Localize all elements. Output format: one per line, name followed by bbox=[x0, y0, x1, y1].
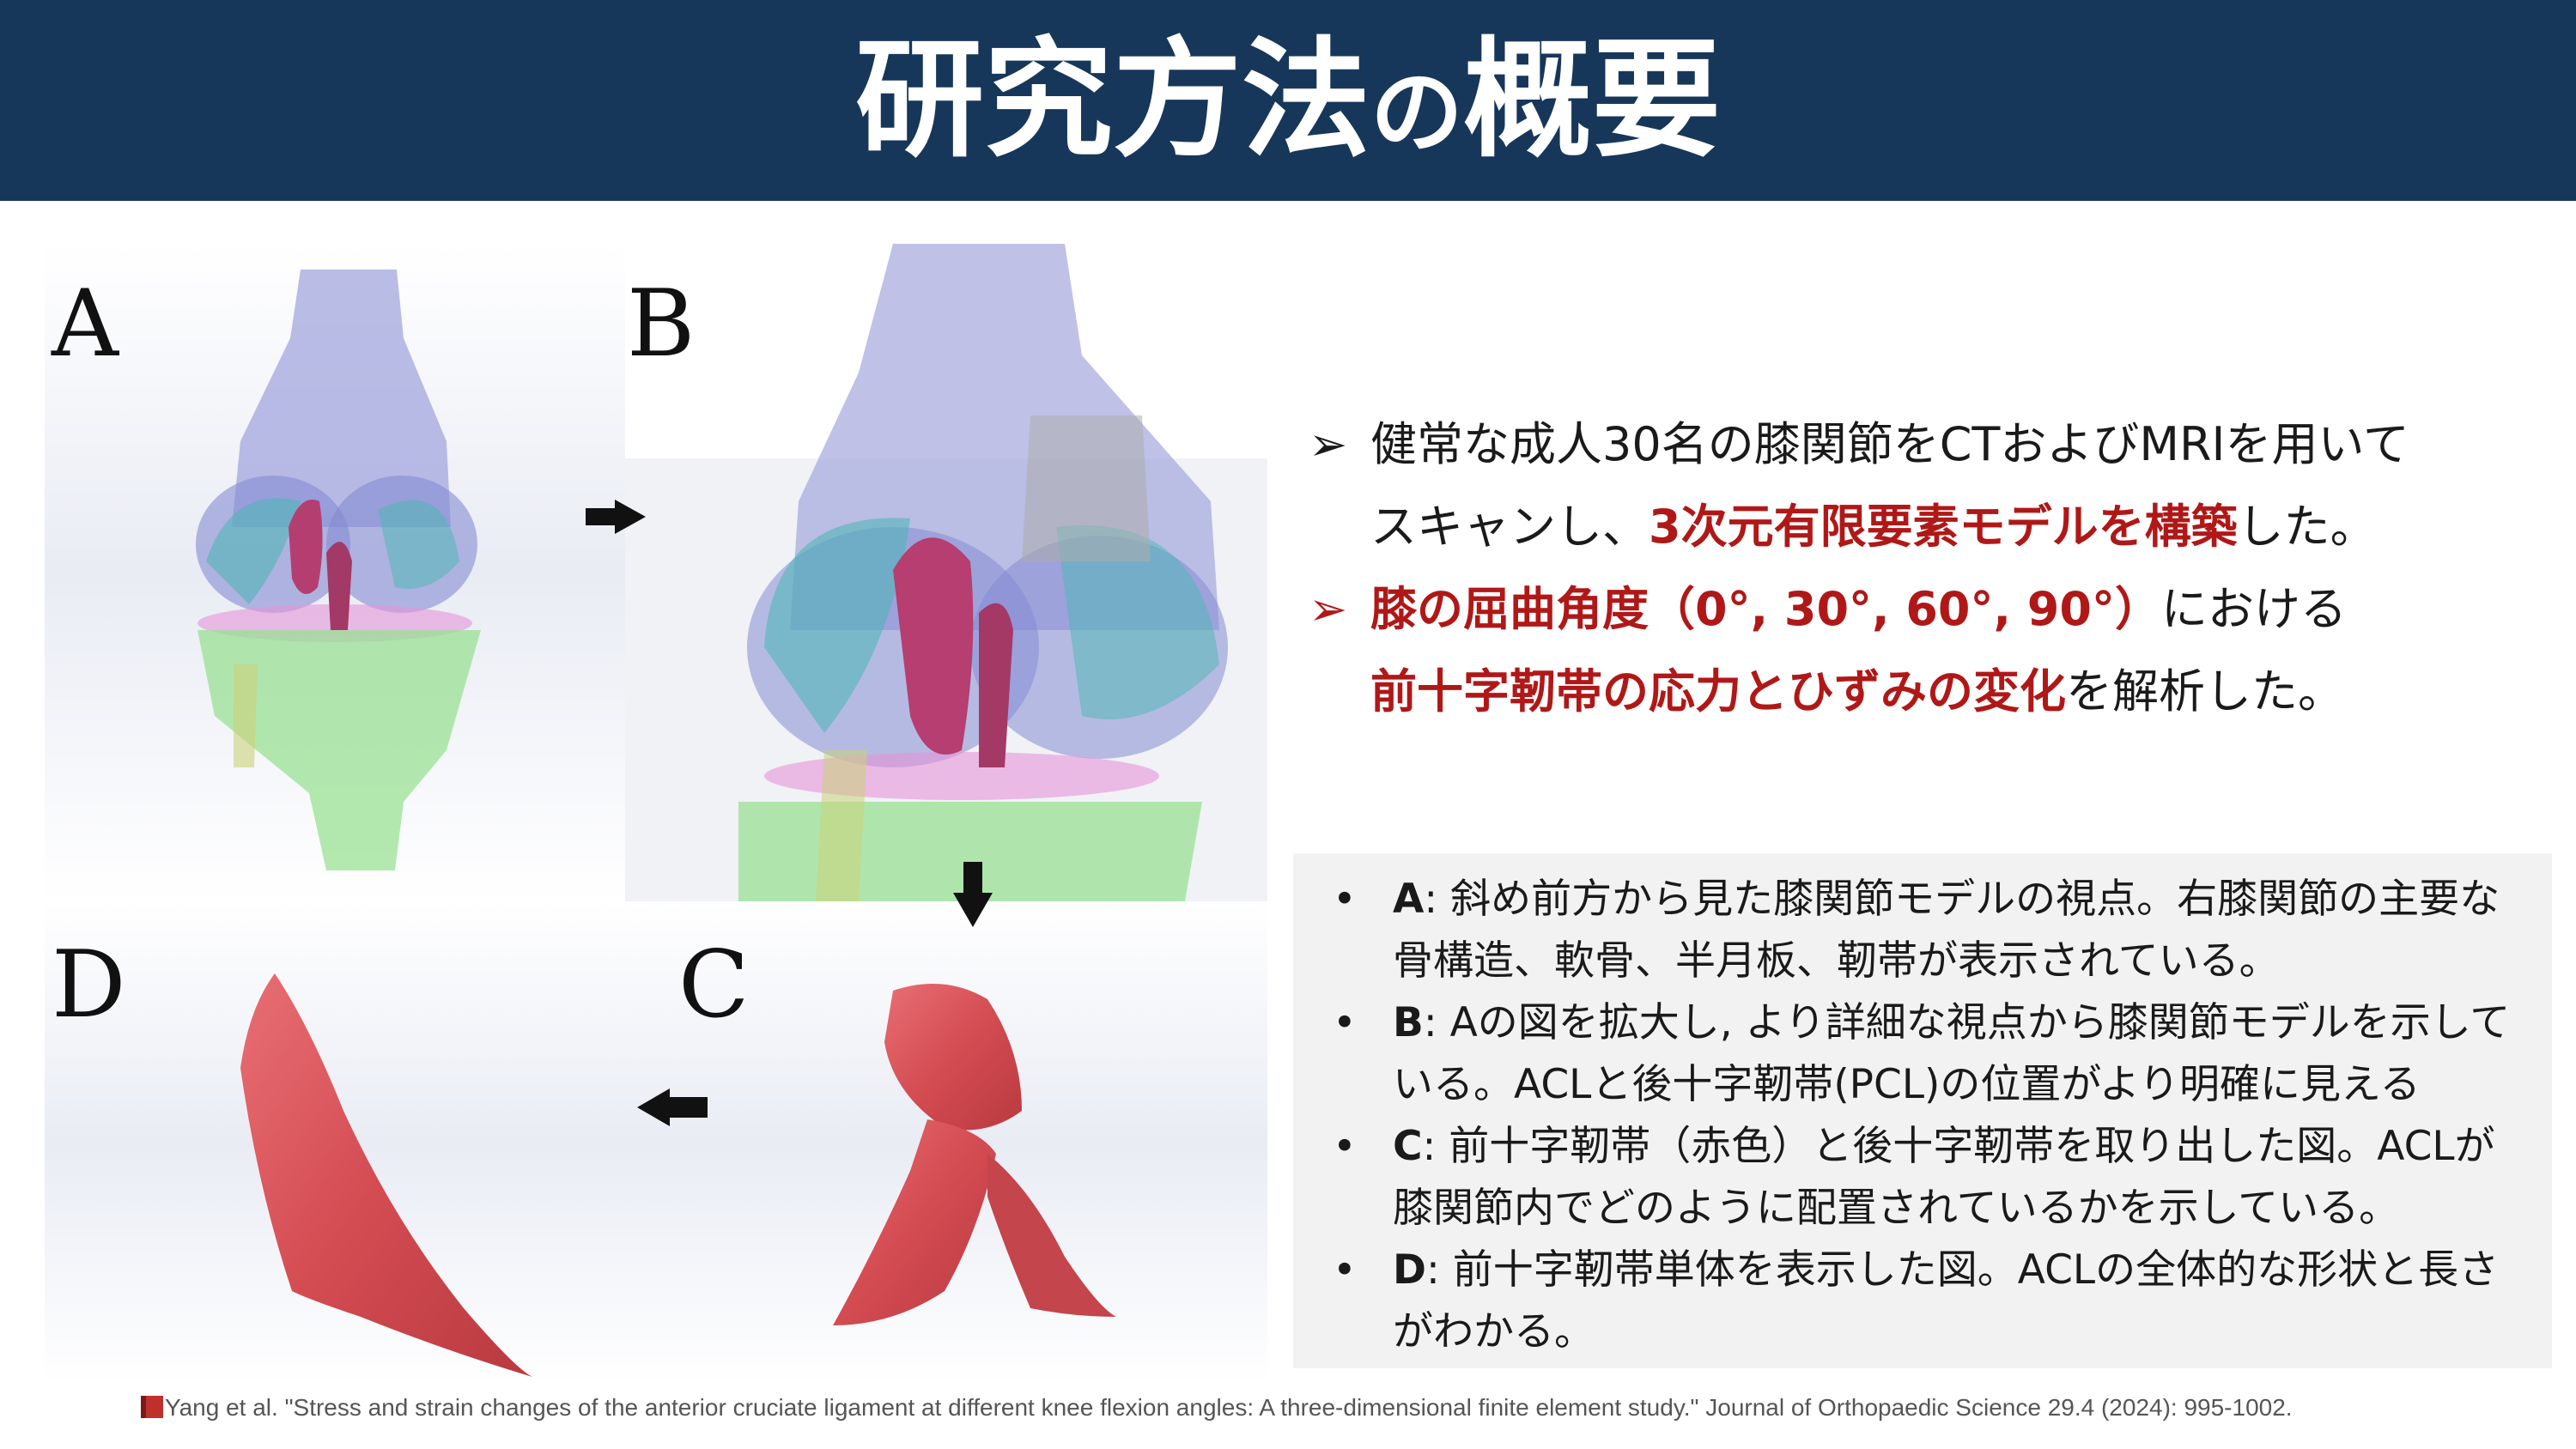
note-a-label: A bbox=[1393, 876, 1425, 923]
panel-c-ligaments bbox=[833, 984, 1116, 1325]
panel-label-d: D bbox=[52, 931, 126, 1039]
arrow-left bbox=[637, 1088, 708, 1126]
note-d: •D: 前十字靭帯単体を表示した図。ACLの全体的な形状と長さがわかる。 bbox=[1333, 1246, 2500, 1355]
note-c: •C: 前十字靭帯（赤色）と後十字靭帯を取り出した図。ACLが膝関節内でどのよう… bbox=[1333, 1123, 2495, 1232]
arrow-bullet-icon: ➢ bbox=[1309, 582, 1348, 636]
bullet-2-highlight-1: 膝の屈曲角度（0°, 30°, 60°, 90°） bbox=[1370, 582, 2161, 636]
page-title: 研究方法の概要 bbox=[855, 36, 1721, 165]
arrow-bullet-icon: ➢ bbox=[1309, 417, 1348, 471]
title-part-3: 概要 bbox=[1463, 26, 1722, 175]
note-a-text: : 斜め前方から見た膝関節モデルの視点。右膝関節の主要な骨構造、軟骨、半月板、靭… bbox=[1393, 876, 2500, 985]
title-part-1: 研究方法 bbox=[854, 26, 1370, 175]
method-summary: ➢ 健常な成人30名の膝関節をCTおよびMRIを用いて スキャンし、3次元有限要… bbox=[1305, 403, 2542, 733]
title-part-2: の bbox=[1370, 59, 1463, 167]
bullet-2-line-2: 前十字靭帯の応力とひずみの変化を解析した。 bbox=[1370, 651, 2542, 733]
bullet-1-line-2: スキャンし、3次元有限要素モデルを構築した。 bbox=[1370, 486, 2542, 568]
bullet-2-line-1: 膝の屈曲角度（0°, 30°, 60°, 90°）における bbox=[1370, 568, 2542, 651]
arrow-right bbox=[586, 500, 646, 534]
note-a: •A: 斜め前方から見た膝関節モデルの視点。右膝関節の主要な骨構造、軟骨、半月板… bbox=[1333, 876, 2500, 985]
figure-drawing bbox=[45, 244, 1267, 1385]
panel-label-a: A bbox=[52, 270, 118, 378]
bullet-analysis: ➢ 膝の屈曲角度（0°, 30°, 60°, 90°）における 前十字靭帯の応力… bbox=[1305, 568, 2542, 733]
note-b-text: : Aの図を拡大し, より詳細な視点から膝関節モデルを示している。ACLと後十字… bbox=[1393, 999, 2511, 1108]
note-c-text: : 前十字靭帯（赤色）と後十字靭帯を取り出した図。ACLが膝関節内でどのように配… bbox=[1393, 1123, 2495, 1232]
citation: Yang et al. "Stress and strain changes o… bbox=[141, 1394, 2545, 1422]
figure-notes-box: •A: 斜め前方から見た膝関節モデルの視点。右膝関節の主要な骨構造、軟骨、半月板… bbox=[1293, 853, 2552, 1368]
citation-text: Yang et al. "Stress and strain changes o… bbox=[165, 1394, 2293, 1421]
note-b: •B: Aの図を拡大し, より詳細な視点から膝関節モデルを示している。ACLと後… bbox=[1333, 999, 2511, 1108]
bullet-1-text-pre: スキャンし、 bbox=[1370, 500, 1649, 554]
arrow-down bbox=[953, 862, 993, 927]
knee-model-figure: A B D C bbox=[0, 201, 1271, 1385]
note-b-label: B bbox=[1393, 999, 1424, 1046]
bullet-1-highlight: 3次元有限要素モデルを構築 bbox=[1649, 500, 2238, 554]
bullet-model-construction: ➢ 健常な成人30名の膝関節をCTおよびMRIを用いて スキャンし、3次元有限要… bbox=[1305, 403, 2542, 568]
bullet-2-text-2: を解析した。 bbox=[2066, 664, 2344, 718]
book-icon bbox=[141, 1396, 163, 1418]
panel-a-knee-model bbox=[196, 270, 481, 870]
note-d-text: : 前十字靭帯単体を表示した図。ACLの全体的な形状と長さがわかる。 bbox=[1393, 1246, 2500, 1355]
note-d-label: D bbox=[1393, 1246, 1427, 1294]
panel-b-knee-model bbox=[738, 244, 1228, 901]
panel-d-acl-shape bbox=[240, 973, 532, 1377]
title-bar: 研究方法の概要 bbox=[0, 0, 2576, 201]
bullet-1-line-1: 健常な成人30名の膝関節をCTおよびMRIを用いて bbox=[1370, 417, 2409, 471]
bullet-1-text-post: した。 bbox=[2237, 500, 2377, 554]
bullet-2-text-1: における bbox=[2160, 582, 2347, 636]
bullet-2-highlight-2: 前十字靭帯の応力とひずみの変化 bbox=[1370, 664, 2066, 718]
panel-label-c: C bbox=[678, 931, 750, 1039]
panel-label-b: B bbox=[627, 270, 696, 378]
note-c-label: C bbox=[1393, 1123, 1423, 1170]
